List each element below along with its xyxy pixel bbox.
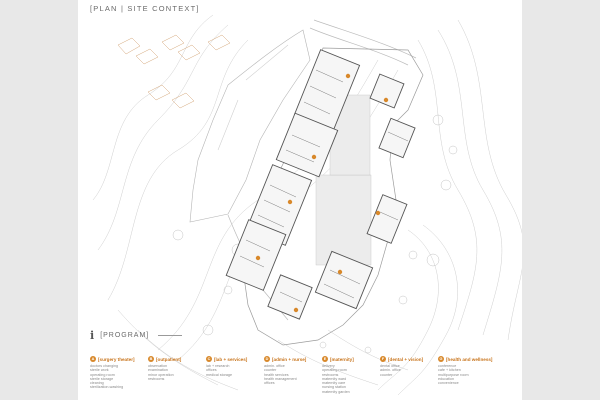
- topographic-contours: [92, 14, 522, 396]
- program-item: doctors changing: [90, 364, 119, 368]
- context-buildings: [117, 34, 231, 109]
- program-item: sterilization-washing: [90, 385, 124, 390]
- program-marker: [375, 210, 381, 216]
- program-item: lab + research: [206, 364, 230, 368]
- program-item: restrooms: [322, 372, 339, 377]
- program-item: nursing station: [322, 385, 346, 390]
- program-marker: [337, 269, 343, 275]
- program-category-badge: D: [264, 356, 270, 362]
- program-category-badge: F: [380, 356, 386, 362]
- program-item: restrooms: [148, 376, 165, 381]
- program-category-title: [health and wellness]: [446, 356, 493, 362]
- program-marker: [287, 199, 293, 205]
- program-item: cleaning: [90, 381, 104, 386]
- program-category-header: F[dental + vision]: [380, 356, 440, 362]
- program-heading-row: i [PROGRAM]: [90, 329, 183, 342]
- program-category-header: E[maternity]: [322, 356, 382, 362]
- program-category-badge: C: [206, 356, 212, 362]
- courtyards: [315, 94, 372, 266]
- program-category-header: A[surgery theater]: [90, 356, 150, 362]
- program-heading-rule: [158, 335, 183, 336]
- building-blocks: [225, 49, 416, 320]
- program-category-title: [lab + services]: [214, 356, 248, 362]
- program-marker: [345, 73, 351, 79]
- program-item: operating room: [90, 372, 115, 377]
- parking-area: [189, 29, 311, 223]
- program-item: maternity garden: [322, 389, 350, 394]
- program-category-title: [maternity]: [330, 356, 354, 362]
- program-category-header: B[outpatient]: [148, 356, 208, 362]
- program-heading: [PROGRAM]: [100, 332, 150, 339]
- program-item: health management: [264, 376, 297, 381]
- program-item: examination: [148, 368, 168, 373]
- info-icon: i: [90, 329, 96, 342]
- program-markers: [255, 73, 389, 313]
- program-item: convenience: [438, 381, 459, 386]
- program-item: sterile storage: [90, 376, 114, 381]
- program-item: admin. office: [380, 368, 401, 373]
- program-category-title: [admin + nurse]: [272, 356, 307, 362]
- site-plan-drawing: [92, 14, 522, 396]
- sheet-title: [PLAN | SITE CONTEXT]: [90, 4, 200, 13]
- program-item: admin. office: [264, 364, 285, 368]
- program-item: delivery: [322, 364, 335, 368]
- program-category-title: [surgery theater]: [98, 356, 135, 362]
- program-marker: [383, 97, 389, 103]
- program-category-badge: E: [322, 356, 328, 362]
- program-category-title: [outpatient]: [156, 356, 182, 362]
- program-category-header: C[lab + services]: [206, 356, 266, 362]
- program-item: observation: [148, 364, 168, 368]
- program-item: operating room: [322, 368, 347, 373]
- program-item: health services: [264, 372, 289, 377]
- program-category-badge: G: [438, 356, 444, 362]
- program-category-badge: B: [148, 356, 154, 362]
- program-marker: [255, 255, 261, 261]
- program-item: offices: [264, 381, 275, 386]
- program-marker: [293, 307, 299, 313]
- program-item: maternity care: [322, 381, 346, 386]
- program-item: sterile work: [90, 368, 109, 373]
- program-item: conference: [438, 364, 457, 368]
- program-marker: [311, 154, 317, 160]
- program-item: counter: [264, 368, 277, 373]
- program-category-title: [dental + vision]: [388, 356, 424, 362]
- program-item: medical storage: [206, 372, 233, 377]
- program-item: multipurpose room: [438, 372, 469, 377]
- program-item: maternity ward: [322, 376, 347, 381]
- program-item: counter: [380, 372, 393, 377]
- building-interior-walls: [239, 69, 409, 303]
- program-item: cafe + kitchen: [438, 368, 461, 373]
- program-item: education: [438, 376, 454, 381]
- program-item: minor operation: [148, 372, 174, 377]
- program-item: offices: [206, 368, 217, 373]
- program-category-header: G[health and wellness]: [438, 356, 498, 362]
- program-category-header: D[admin + nurse]: [264, 356, 324, 362]
- plan-sheet: [PLAN | SITE CONTEXT] i [PROGRAM] A[surg…: [78, 0, 522, 400]
- program-item: dental office: [380, 364, 400, 368]
- program-category-badge: A: [90, 356, 96, 362]
